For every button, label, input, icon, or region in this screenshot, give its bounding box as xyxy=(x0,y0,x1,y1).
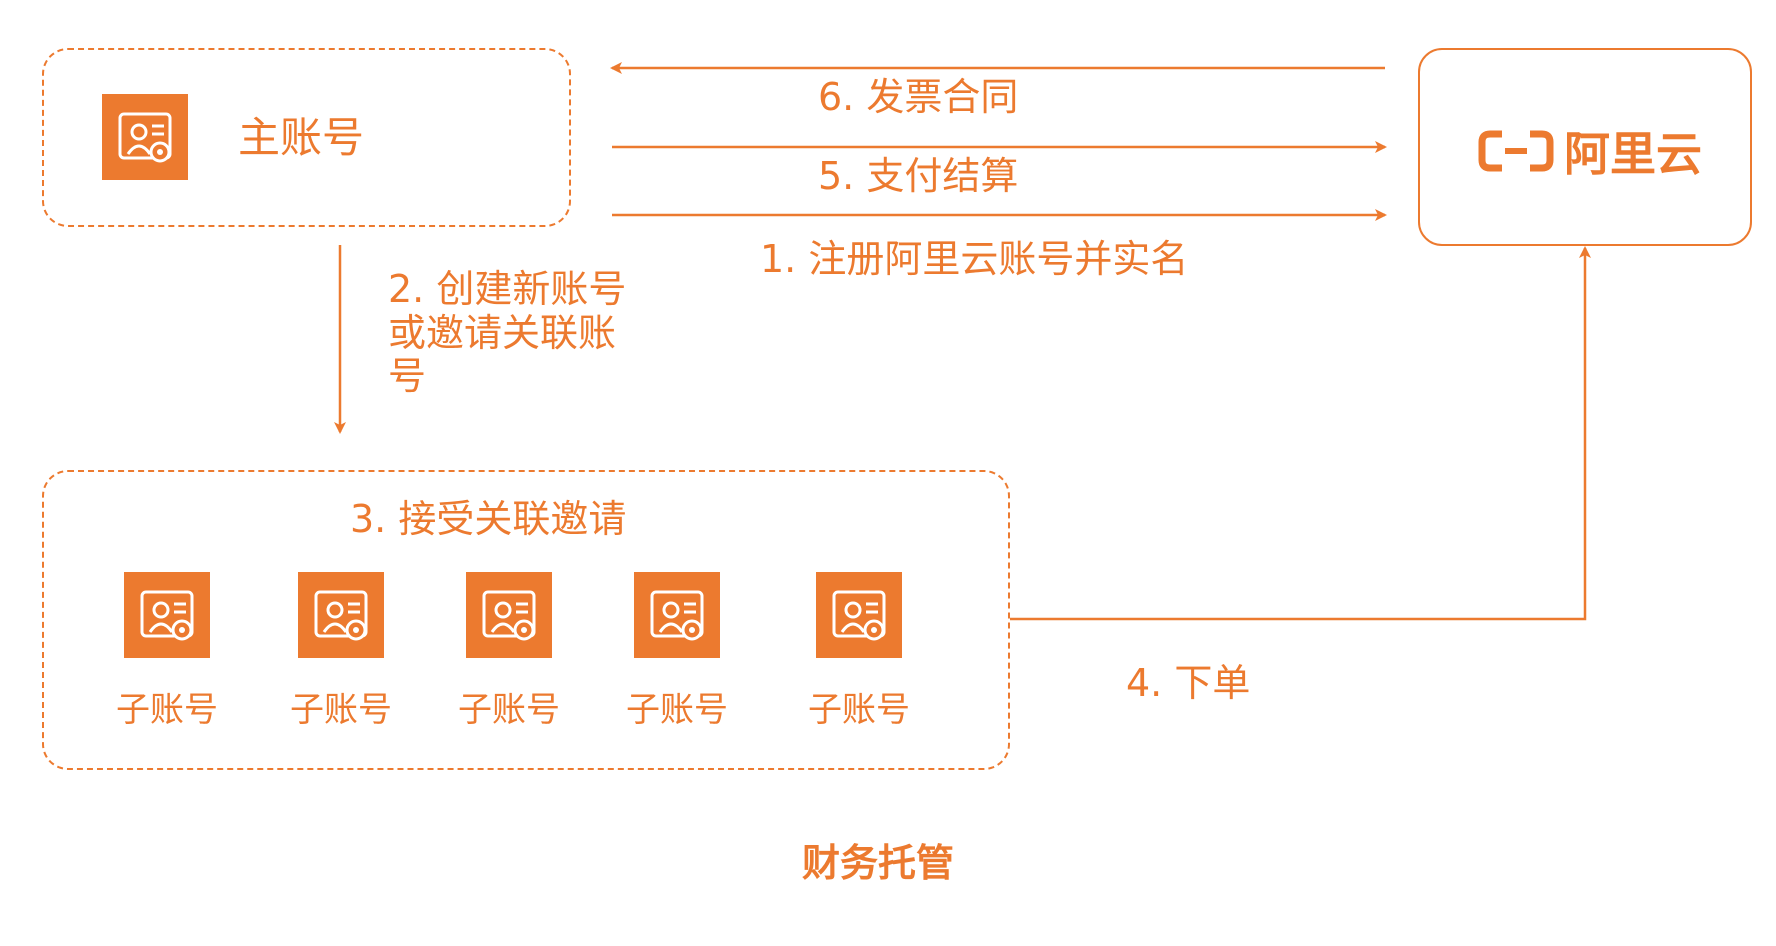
arrow-step4 xyxy=(1010,246,1591,621)
aliyun-name: 阿里云 xyxy=(1564,127,1702,181)
aliyun-brand: 阿里云 xyxy=(1478,118,1702,184)
step4-label: 4. 下单 xyxy=(1126,661,1251,705)
sub-account-label: 子账号 xyxy=(290,690,392,730)
step1-label: 1. 注册阿里云账号并实名 xyxy=(760,237,1189,281)
sub-account-label: 子账号 xyxy=(458,690,560,730)
step3-label: 3. 接受关联邀请 xyxy=(350,497,627,541)
sub-account-icon xyxy=(466,572,552,658)
step5-label: 5. 支付结算 xyxy=(818,154,1019,198)
sub-account-icon xyxy=(124,572,210,658)
main-account-box xyxy=(42,48,571,227)
aliyun-box xyxy=(1418,48,1752,246)
aliyun-logo-icon xyxy=(1478,130,1554,172)
sub-account-label: 子账号 xyxy=(626,690,728,730)
sub-account-icon xyxy=(816,572,902,658)
main-account-icon xyxy=(102,94,188,180)
diagram-caption: 财务托管 xyxy=(802,841,955,885)
sub-account-label: 子账号 xyxy=(116,690,218,730)
step6-label: 6. 发票合同 xyxy=(818,75,1019,119)
sub-account-icon xyxy=(634,572,720,658)
sub-accounts-box xyxy=(42,470,1010,770)
step2-label: 2. 创建新账号或邀请关联账号 xyxy=(388,267,627,399)
main-account-label: 主账号 xyxy=(238,113,365,162)
sub-account-label: 子账号 xyxy=(808,690,910,730)
sub-account-icon xyxy=(298,572,384,658)
